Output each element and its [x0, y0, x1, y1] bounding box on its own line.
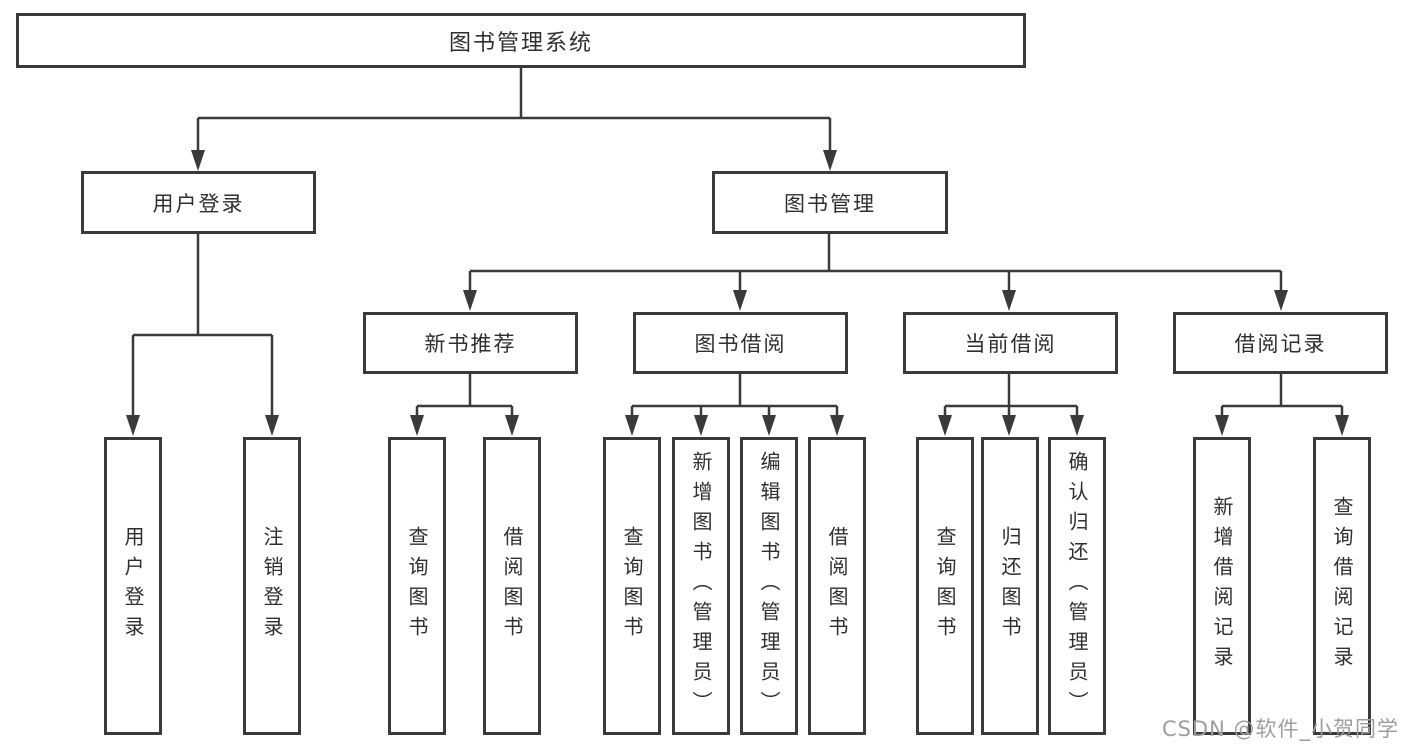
leaf-bb-edit-books-admin: 编辑图书（管理员） [740, 437, 798, 735]
node-library-management-system: 图书管理系统 [16, 13, 1026, 68]
leaf-user-login: 用户登录 [104, 437, 162, 735]
node-book-borrowing: 图书借阅 [633, 312, 848, 374]
node-borrowing-records: 借阅记录 [1173, 312, 1388, 374]
leaf-cb-return-books: 归还图书 [981, 437, 1039, 735]
node-user-login: 用户登录 [81, 171, 316, 234]
watermark-text: CSDN @软件_小贺同学 [1161, 717, 1399, 741]
node-new-book-recommend: 新书推荐 [363, 312, 578, 374]
leaf-bb-add-books-admin: 新增图书（管理员） [672, 437, 730, 735]
leaf-nb-query-books: 查询图书 [388, 437, 446, 735]
leaf-cb-query-books: 查询图书 [916, 437, 974, 735]
leaf-br-add-record: 新增借阅记录 [1193, 437, 1251, 735]
leaf-nb-borrow-books: 借阅图书 [483, 437, 541, 735]
leaf-br-query-record: 查询借阅记录 [1313, 437, 1371, 735]
leaf-bb-query-books: 查询图书 [603, 437, 661, 735]
leaf-logout: 注销登录 [243, 437, 301, 735]
leaf-bb-borrow-books: 借阅图书 [808, 437, 866, 735]
node-book-management: 图书管理 [712, 171, 948, 234]
node-current-borrowing: 当前借阅 [903, 312, 1118, 374]
leaf-cb-confirm-return-admin: 确认归还（管理员） [1048, 437, 1106, 735]
